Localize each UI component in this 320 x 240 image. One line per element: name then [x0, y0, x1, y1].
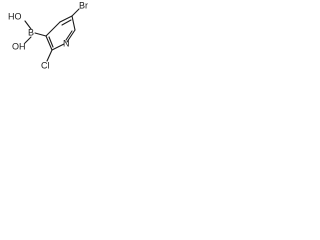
bond-b-oh-bottom: [24, 36, 32, 44]
bromine-label: Br: [79, 0, 88, 10]
double-bond-c6-n: [65, 30, 73, 41]
boron-label: B: [28, 27, 34, 37]
structure-canvas: Br B HO OH N Cl: [0, 0, 97, 83]
ring-bond-c5-c6: [71, 15, 76, 31]
bond-c3-b: [34, 32, 47, 37]
ring-bond-c3-c4: [45, 21, 61, 37]
ring-bond-c2-c3: [45, 35, 53, 51]
bond-c5-br: [71, 8, 80, 17]
ring-bond-n-c2: [51, 43, 65, 51]
chemical-structure: Br B HO OH N Cl: [8, 0, 88, 70]
nitrogen-label: N: [63, 38, 70, 48]
bond-c2-cl: [46, 49, 53, 62]
ring-bond-c4-c5: [59, 15, 73, 23]
chlorine-label: Cl: [41, 60, 50, 70]
double-bond-c4-c5: [61, 19, 72, 26]
ring-bond-c6-n: [66, 29, 76, 43]
double-bond-c2-c3: [48, 36, 54, 48]
bond-b-ho-top: [24, 20, 32, 30]
hydroxyl-bottom-label: OH: [12, 41, 26, 51]
hydroxyl-top-label: HO: [8, 11, 22, 21]
